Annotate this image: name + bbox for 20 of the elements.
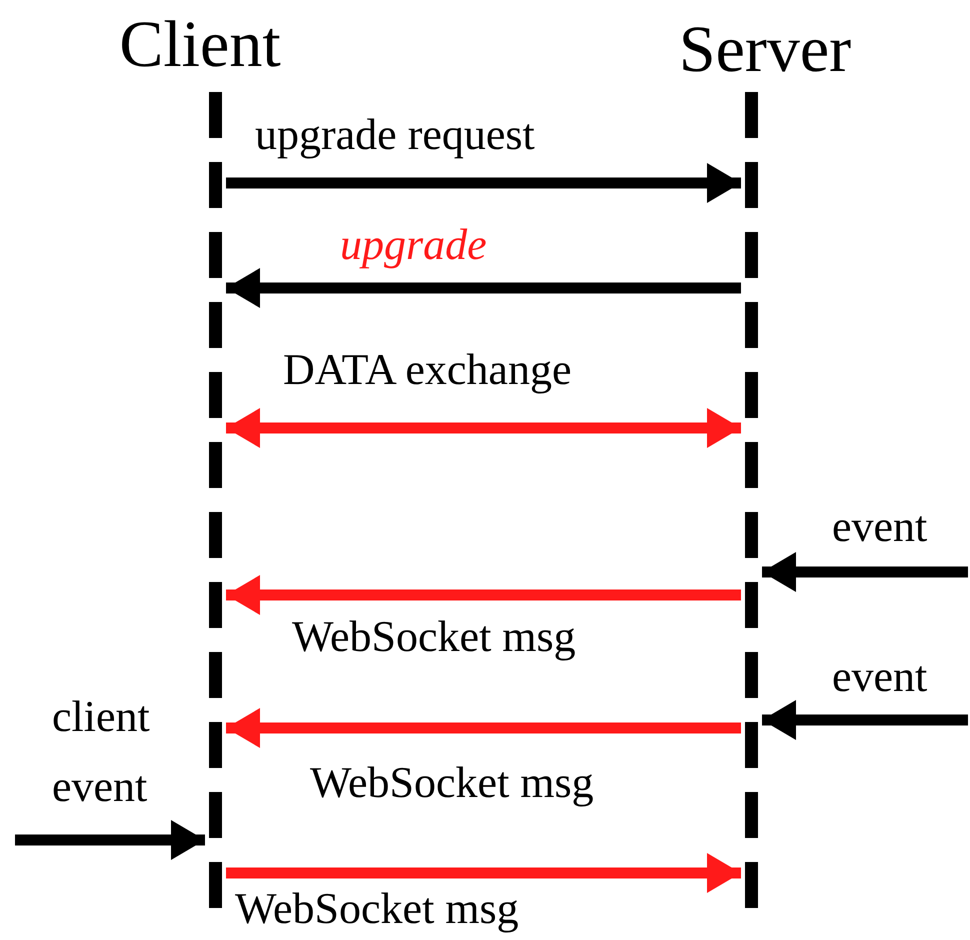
message-arrow xyxy=(226,853,741,893)
message-label: upgrade request xyxy=(255,110,535,161)
message-label: WebSocket msg xyxy=(292,612,576,663)
message-arrow xyxy=(226,575,741,615)
message-arrow xyxy=(762,700,968,740)
message-label: WebSocket msg xyxy=(310,758,594,809)
message-arrow xyxy=(226,408,741,448)
message-arrow xyxy=(762,552,968,592)
message-label: client event xyxy=(52,691,151,814)
message-arrow xyxy=(226,268,741,308)
message-label: DATA exchange xyxy=(283,345,572,396)
message-arrow xyxy=(226,163,741,203)
message-arrow xyxy=(226,708,741,748)
participant-label: Client xyxy=(95,12,305,82)
message-label: event xyxy=(832,652,928,703)
message-label: event xyxy=(832,502,928,553)
participant-label: Server xyxy=(650,17,880,87)
message-label: WebSocket msg xyxy=(235,884,519,935)
message-arrow xyxy=(15,820,205,860)
message-label: upgrade xyxy=(340,220,487,271)
